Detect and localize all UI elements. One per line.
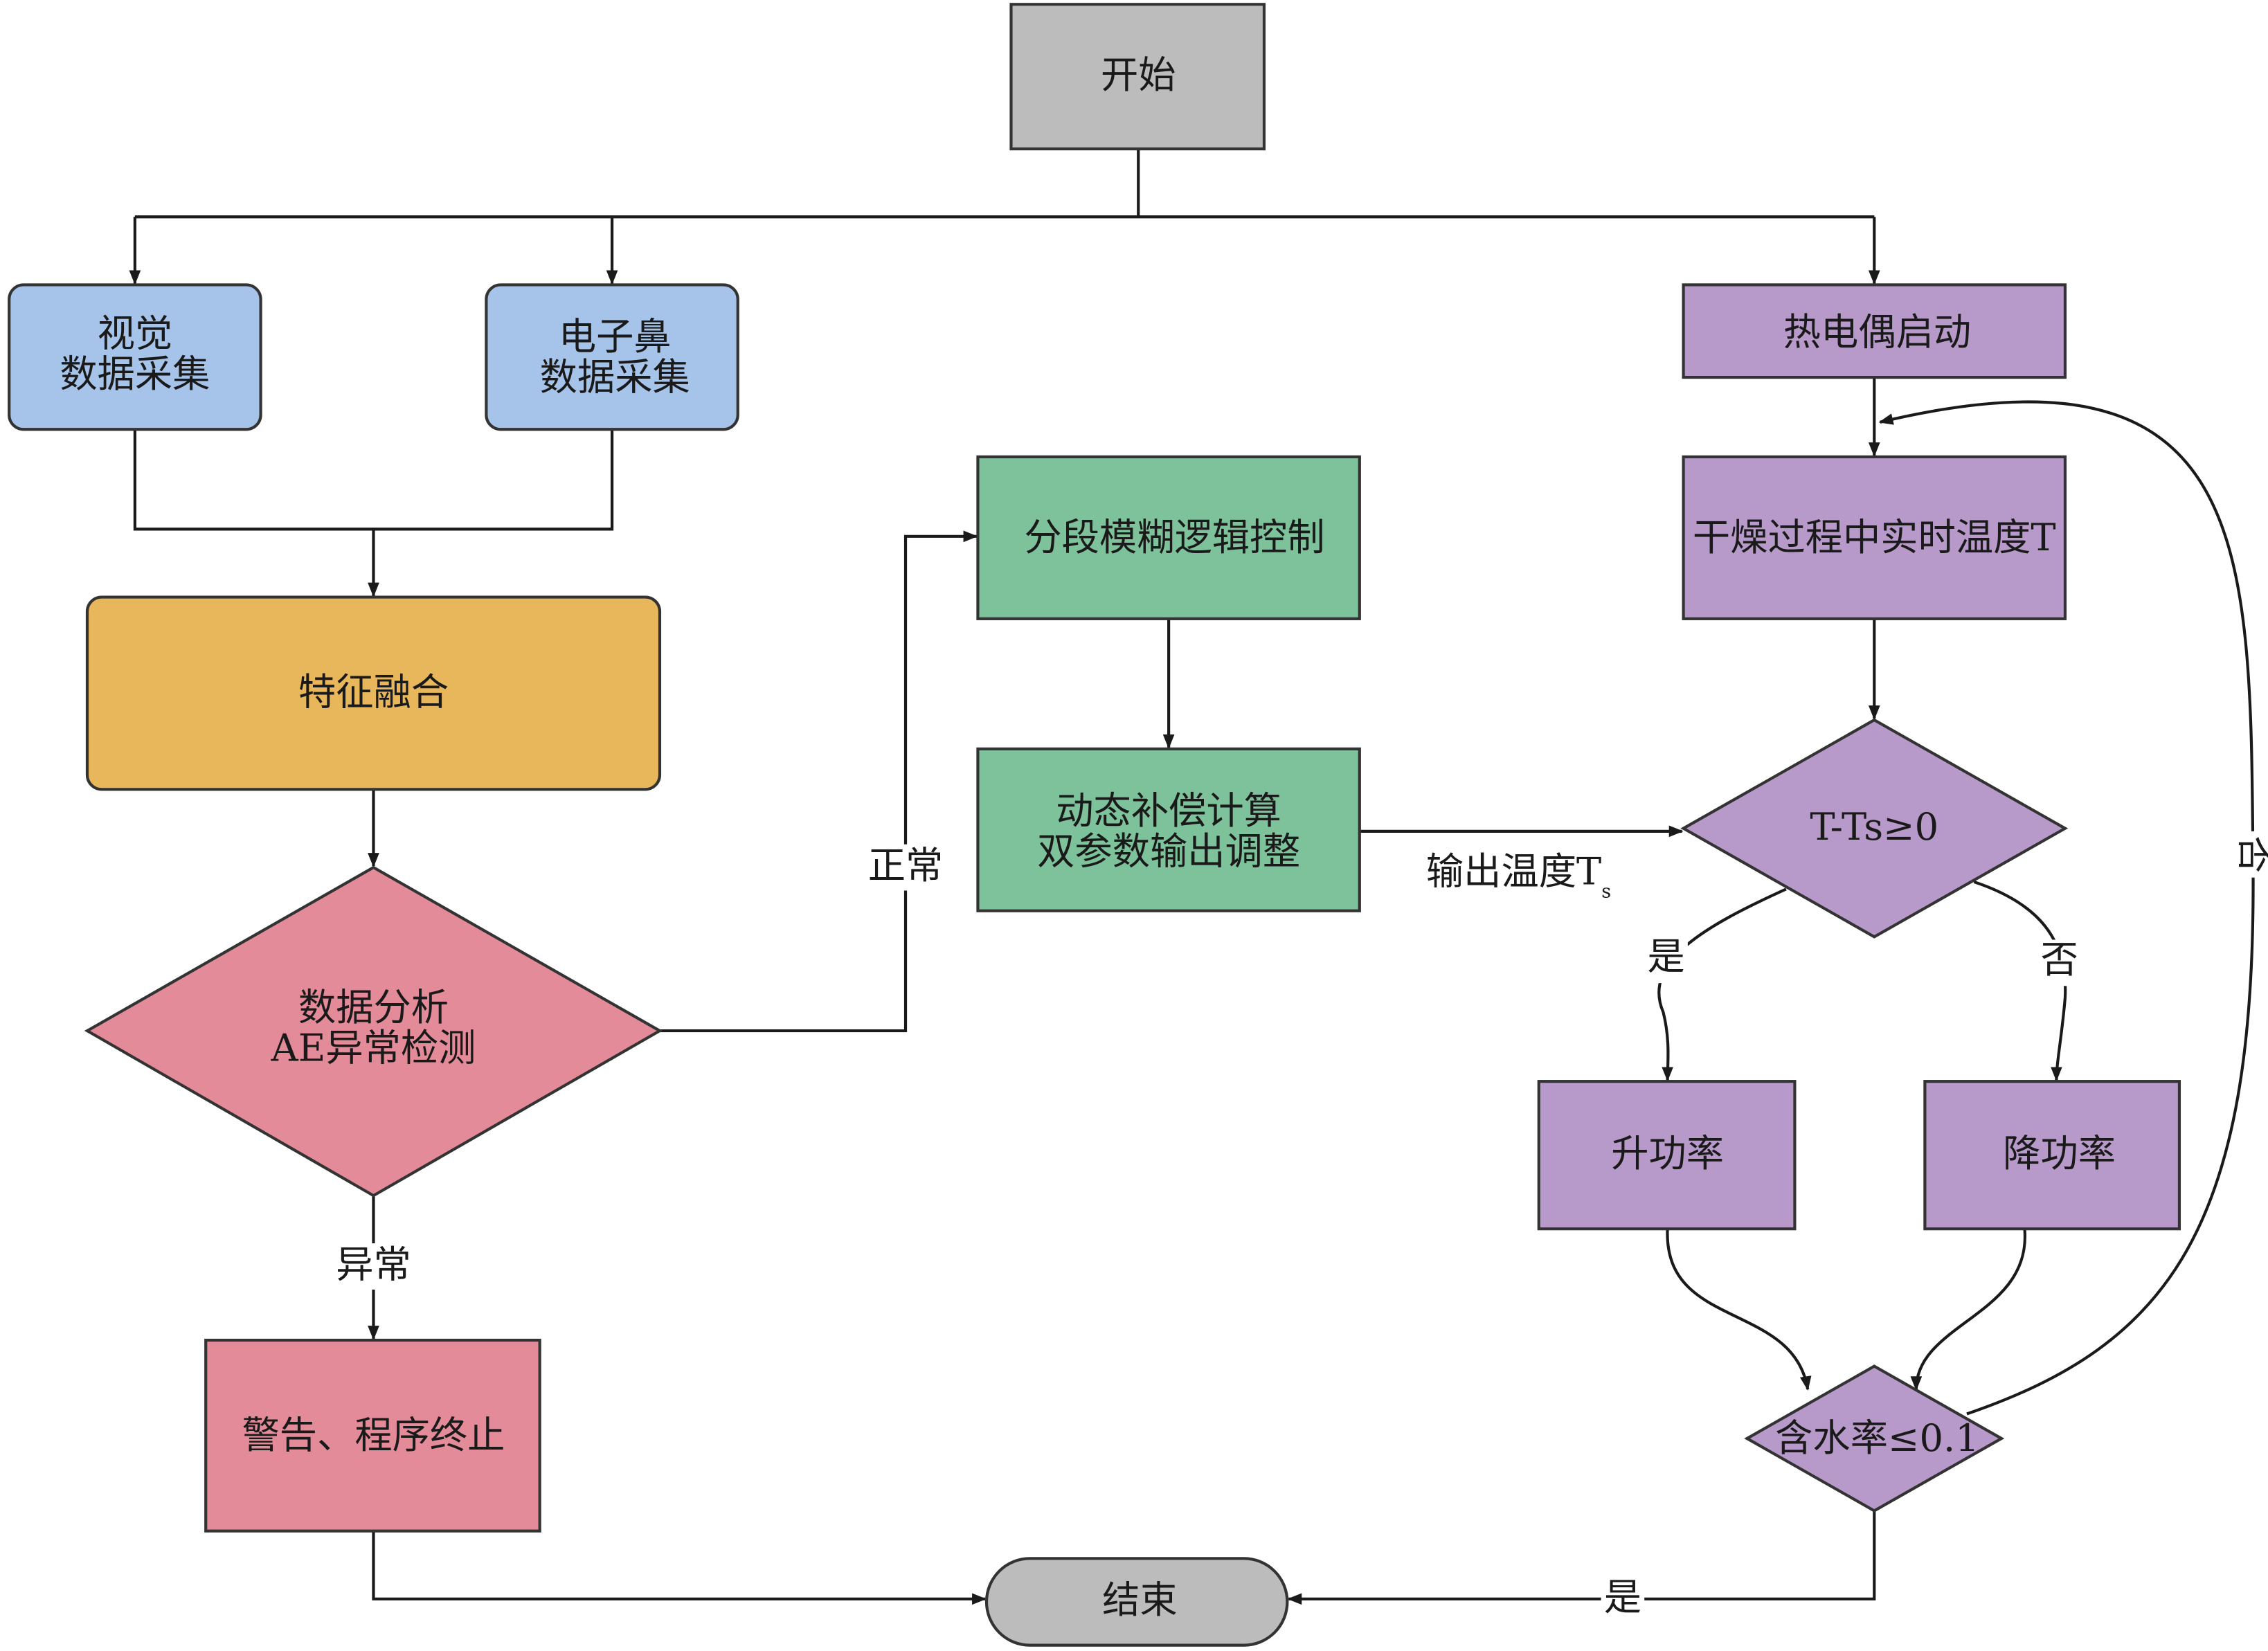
node-end: 结束 [984,1557,1289,1647]
label-yes-compare: 是 [1647,935,1684,979]
node-moisture: 含水率≤0.1 [1744,1364,2005,1513]
svg-text:动态补偿计算: 动态补偿计算 [1056,789,1281,833]
node-power-up: 升功率 [1537,1080,1797,1231]
node-feature-fusion: 特征融合 [85,595,662,791]
node-compare: T-Ts≥0 [1680,718,2069,939]
svg-text:开始: 开始 [1101,53,1176,97]
node-thermocouple: 热电偶启动 [1682,283,2067,379]
svg-text:数据采集: 数据采集 [60,352,210,396]
svg-text:含水率≤0.1: 含水率≤0.1 [1775,1416,1979,1460]
label-no-compare: 否 [2040,938,2078,982]
node-realtime-temp: 干燥过程中实时温度T [1682,455,2067,620]
svg-text:警告、程序终止: 警告、程序终止 [242,1414,505,1457]
label-output-temp: 输出温度Ts [1426,850,1611,903]
svg-text:数据采集: 数据采集 [540,355,690,399]
node-fuzzy-control: 分段模糊逻辑控制 [976,455,1361,620]
svg-text:数据分析: 数据分析 [298,986,449,1029]
node-data-analysis: 数据分析 AE异常检测 [84,865,663,1198]
svg-text:视觉: 视觉 [98,312,173,356]
svg-text:干燥过程中实时温度T: 干燥过程中实时温度T [1693,516,2056,559]
svg-text:热电偶启动: 热电偶启动 [1783,311,1971,354]
svg-text:降功率: 降功率 [2003,1132,2116,1175]
svg-text:T-Ts≥0: T-Ts≥0 [1810,805,1938,849]
node-power-down: 降功率 [1923,1080,2181,1231]
svg-text:结束: 结束 [1102,1578,1178,1622]
svg-text:AE异常检测: AE异常检测 [271,1026,476,1070]
svg-text:双参数输出调整: 双参数输出调整 [1037,829,1300,873]
connectors [129,149,2255,1605]
node-start: 开始 [1009,3,1266,151]
node-warning: 警告、程序终止 [204,1338,541,1533]
label-abnormal: 异常 [336,1243,411,1287]
svg-text:电子鼻: 电子鼻 [559,315,672,359]
node-enose-data: 电子鼻 数据采集 [485,283,739,431]
svg-text:分段模糊逻辑控制: 分段模糊逻辑控制 [1024,516,1324,559]
label-yes-moisture: 是 [1604,1576,1641,1619]
label-normal: 正常 [868,844,944,887]
label-no-moisture: 否 [2233,836,2268,873]
node-vision-data: 视觉 数据采集 [8,283,262,431]
node-dynamic-compensation: 动态补偿计算 双参数输出调整 [976,747,1361,912]
svg-text:特征融合: 特征融合 [298,671,449,714]
svg-text:升功率: 升功率 [1611,1132,1724,1175]
